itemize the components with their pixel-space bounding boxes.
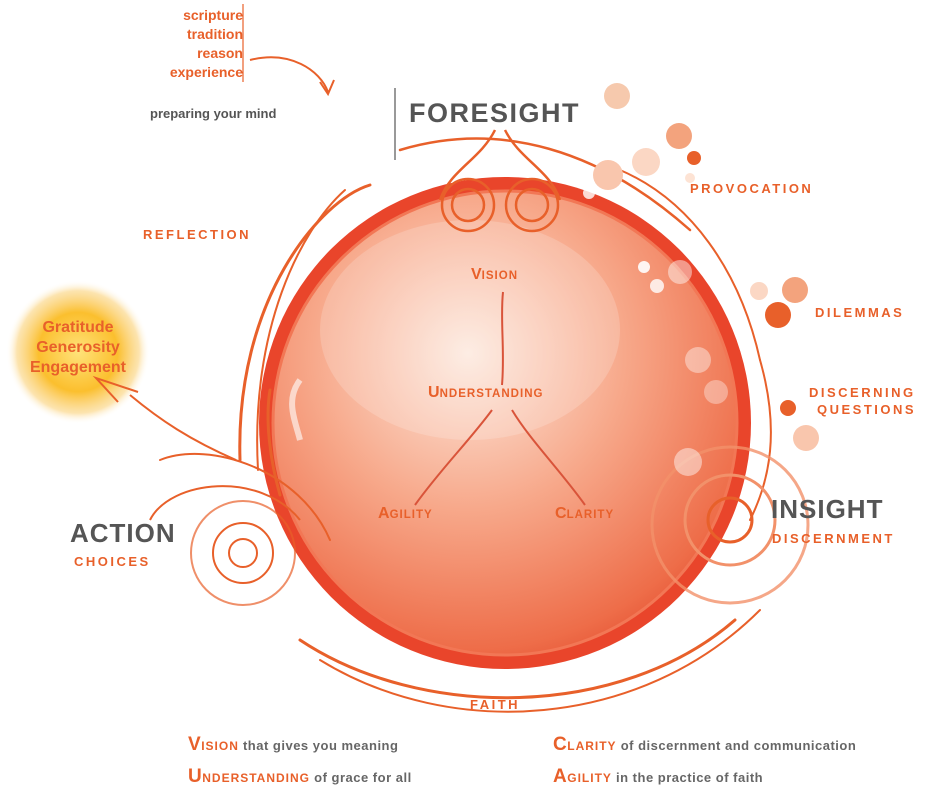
source-item: reason [170,44,243,63]
discernment-label: DISCERNMENT [772,531,895,546]
choices-label: CHOICES [74,554,151,569]
gratitude-line: Engagement [12,358,144,378]
questions-label: QUESTIONS [817,402,916,417]
source-item: scripture [170,6,243,25]
foresight-title: FORESIGHT [409,98,580,129]
insight-title: INSIGHT [771,494,883,525]
gratitude-line: Gratitude [12,318,144,338]
understanding-node: UNDERSTANDING [428,384,543,402]
sources-list: scripture tradition reason experience [170,6,243,82]
gratitude-block: Gratitude Generosity Engagement [12,318,144,378]
provocation-label: PROVOCATION [690,181,813,196]
source-item: tradition [170,25,243,44]
discerning-label: DISCERNING [809,385,916,400]
legend-item: CLARITY of discernment and communication [553,734,856,756]
preparing-label: preparing your mind [150,106,276,121]
legend-item: UNDERSTANDING of grace for all [188,766,412,788]
faith-label: FAITH [470,697,520,712]
legend-item: VISION that gives you meaning [188,734,398,756]
legend-item: AGILITY in the practice of faith [553,766,763,788]
action-title: ACTION [70,518,176,549]
gratitude-line: Generosity [12,338,144,358]
vision-node: VISION [471,266,518,284]
dilemmas-label: DILEMMAS [815,305,904,320]
clarity-node: CLARITY [555,505,614,523]
reflection-label: REFLECTION [143,227,251,242]
source-item: experience [170,63,243,82]
agility-node: AGILITY [378,505,433,523]
